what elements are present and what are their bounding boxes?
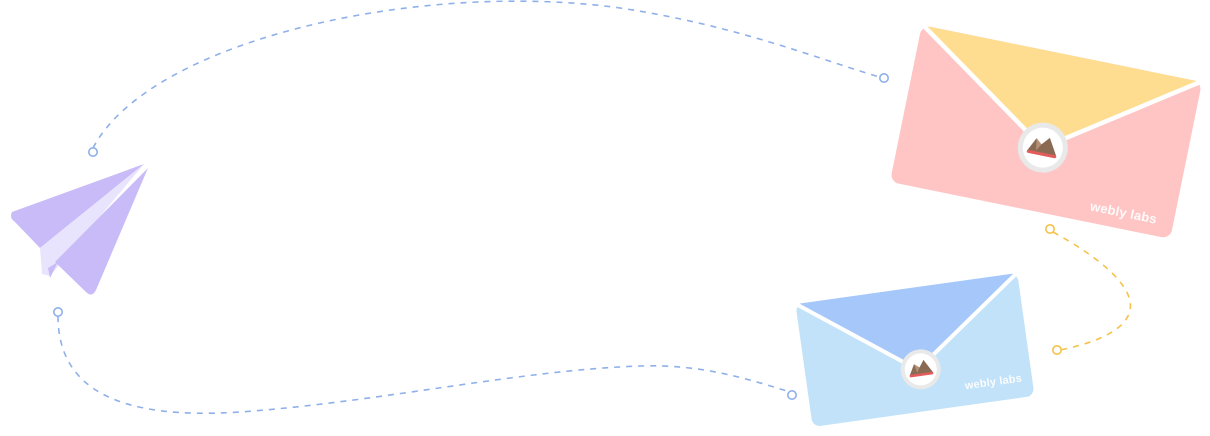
pink-envelope-icon: webly labs	[891, 25, 1201, 238]
plane-left-wing	[11, 164, 144, 248]
blue-envelope-seal	[900, 349, 941, 390]
bottom-path-end-dot	[786, 389, 797, 400]
blue-envelope-icon: webly labs	[796, 272, 1034, 426]
pink-envelope-seal	[1017, 122, 1068, 173]
blue-envelope-flap	[799, 273, 1014, 368]
flight-paths	[52, 0, 1132, 415]
top-path-end-dot	[878, 73, 889, 84]
yellow-path-start-dot	[1045, 224, 1056, 235]
yellow-dashed-path	[1052, 231, 1132, 351]
hat-icon	[909, 359, 934, 377]
pink-envelope-flap	[926, 26, 1198, 146]
bottom-path-start-dot	[52, 306, 63, 317]
bottom-dashed-path	[57, 315, 791, 415]
plane-right-wing	[55, 168, 148, 295]
top-dashed-path	[92, 0, 884, 149]
top-path-start-dot	[88, 147, 99, 158]
paper-plane-icon	[11, 164, 148, 295]
yellow-path-end-dot	[1052, 344, 1063, 355]
plane-tail	[48, 262, 58, 278]
plane-fold	[40, 164, 144, 276]
